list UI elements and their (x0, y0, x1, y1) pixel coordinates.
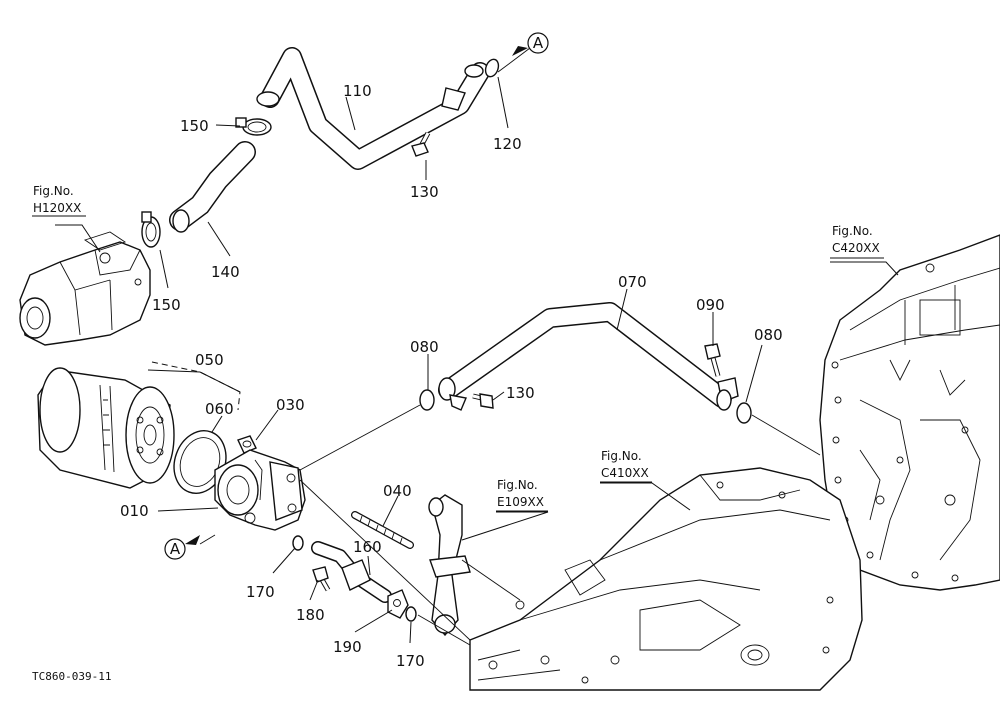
o-ring-170-bottom (405, 606, 417, 622)
stud-040 (351, 511, 414, 549)
figure-ref-title: Fig.No. (832, 224, 873, 238)
o-ring-080-right (736, 402, 752, 424)
figure-ref-code: E109XX (497, 495, 544, 509)
part-label: 030 (276, 396, 305, 414)
o-ring-080-left (419, 389, 435, 411)
part-label: 170 (246, 583, 275, 601)
figure-ref-c410xx: Fig.No. C410XX (600, 449, 652, 483)
transmission-case-right (819, 234, 1000, 591)
part-label: 130 (410, 183, 439, 201)
part-label: 060 (205, 400, 234, 418)
alignment-lines (199, 47, 821, 646)
clamp-150-mid (141, 211, 161, 248)
figure-ref-title: Fig.No. (497, 478, 538, 492)
part-label: 090 (696, 296, 725, 314)
figure-ref-code: H120XX (33, 201, 81, 215)
connection-marker-bottom: A (164, 535, 200, 560)
part-label: 120 (493, 135, 522, 153)
plug-030 (237, 435, 257, 454)
o-ring-170-left (292, 535, 304, 551)
part-label: 180 (296, 606, 325, 624)
marker-letter-bottom: A (170, 540, 181, 558)
group-bracket-050 (151, 361, 241, 411)
part-label: 190 (333, 638, 362, 656)
figure-ref-code: C410XX (601, 466, 649, 480)
bolt-180 (312, 566, 331, 592)
connection-marker-top: A (512, 32, 549, 56)
part-label: 070 (618, 273, 647, 291)
part-label: 160 (353, 538, 382, 556)
part-label: 010 (120, 502, 149, 520)
part-label: 170 (396, 652, 425, 670)
figure-ref-title: Fig.No. (601, 449, 642, 463)
bolt-090 (704, 343, 721, 377)
tube-160 (311, 541, 392, 603)
bolt-130-mid (472, 393, 494, 409)
part-label: 130 (506, 384, 535, 402)
figure-ref-c420xx: Fig.No. C420XX (830, 224, 884, 259)
pipe-110 (256, 47, 490, 170)
part-label: 110 (343, 82, 372, 100)
transmission-case-lower (469, 467, 863, 691)
figure-ref-code: C420XX (832, 241, 880, 255)
part-label: 080 (410, 338, 439, 356)
figure-ref-title: Fig.No. (33, 184, 74, 198)
hose-140 (169, 141, 256, 233)
oil-filter-050 (37, 367, 175, 489)
gasket-190 (387, 589, 409, 619)
part-label: 150 (180, 117, 209, 135)
drawing-code: TC860-039-11 (32, 670, 111, 683)
marker-letter-top: A (533, 34, 544, 52)
clamp-150-top (235, 117, 272, 136)
figure-ref-h120xx: Fig.No. H120XX (32, 184, 86, 217)
part-label: 040 (383, 482, 412, 500)
part-label: 080 (754, 326, 783, 344)
part-label: 150 (152, 296, 181, 314)
part-label: 140 (211, 263, 240, 281)
o-ring-120 (484, 58, 500, 78)
part-label: 050 (195, 351, 224, 369)
filter-head-010 (214, 449, 306, 531)
part-labels: 110 150 120 130 140 150 070 090 080 080 … (120, 82, 783, 670)
shift-arm (428, 494, 471, 637)
leader-lines (55, 76, 899, 644)
figure-ref-e109xx: Fig.No. E109XX (496, 478, 548, 512)
pipe-070 (438, 302, 739, 411)
hydraulic-pump (19, 231, 151, 346)
bolt-130-top (411, 131, 431, 157)
